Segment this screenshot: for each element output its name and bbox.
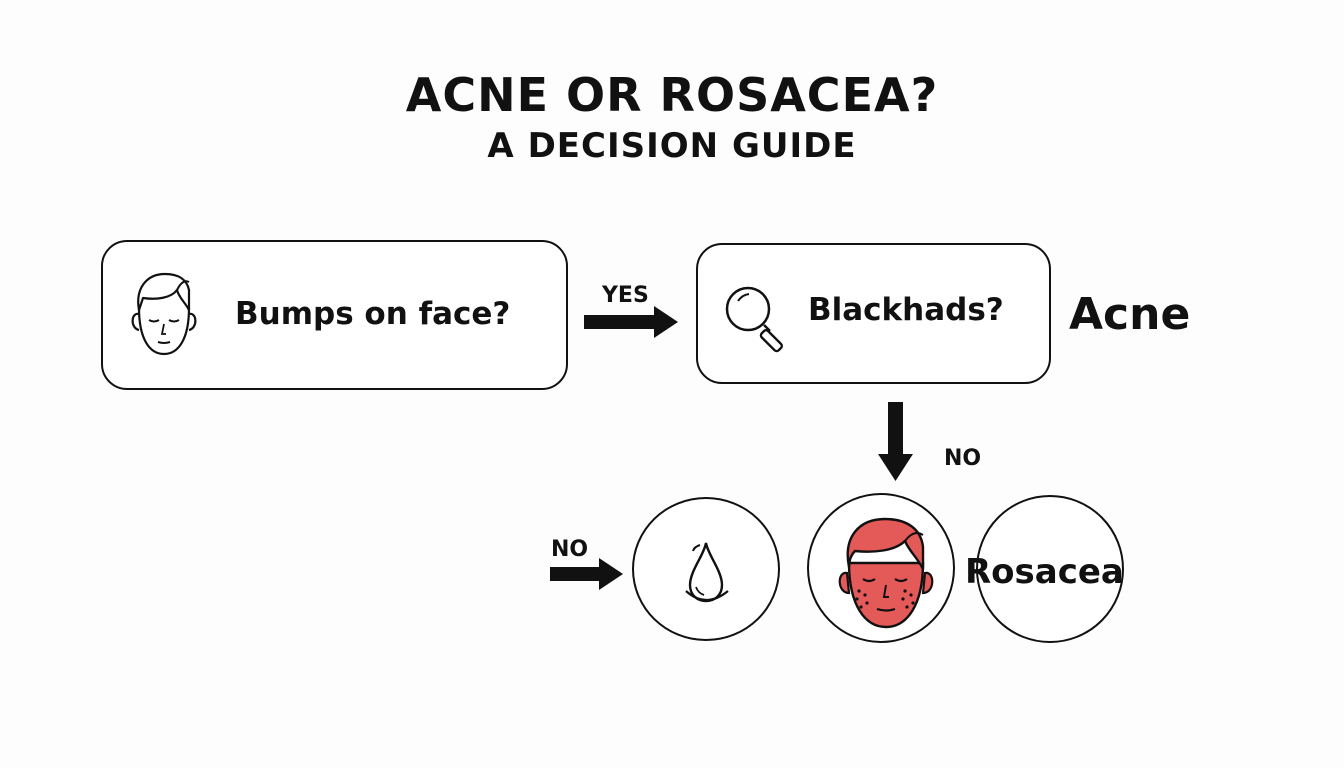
result-rosacea: Rosacea [965, 552, 1124, 592]
diagram-subtitle: A DECISION GUIDE [487, 126, 857, 166]
yes-arrow [584, 306, 678, 338]
question-text-blackheads: Blackhads? [808, 292, 1004, 328]
face-outline-icon [131, 272, 197, 356]
result-acne: Acne [1069, 289, 1191, 340]
red-face-circle-node [807, 493, 955, 643]
diagram-title: ACNE OR ROSACEA? [405, 68, 939, 122]
red-face-icon [838, 517, 934, 629]
question-text-bumps: Bumps on face? [235, 296, 511, 332]
no-down-label: NO [944, 446, 982, 471]
no-down-arrow [878, 402, 913, 481]
question-box-blackheads: Blackhads? [696, 243, 1051, 384]
no-left-label: NO [551, 537, 589, 562]
magnifier-icon [725, 286, 783, 353]
no-left-arrow [550, 558, 623, 590]
rosacea-circle-node [976, 495, 1124, 643]
drop-circle-node [632, 497, 780, 641]
question-box-bumps: Bumps on face? [101, 240, 568, 390]
yes-label: YES [602, 283, 649, 308]
water-drop-icon [685, 542, 729, 603]
